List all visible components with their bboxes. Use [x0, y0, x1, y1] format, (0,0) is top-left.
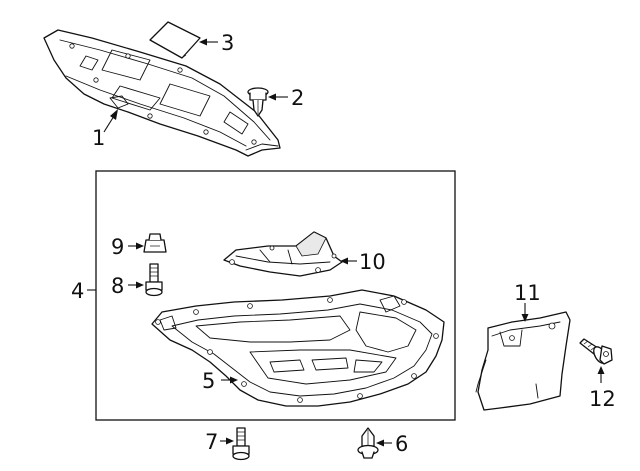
callout-11-label: 11 — [514, 281, 541, 305]
callout-7-label: 7 — [205, 430, 218, 454]
assembly-group-frame — [95, 170, 456, 421]
callout-1: 1 — [92, 109, 118, 150]
cover-plate[interactable] — [149, 21, 201, 59]
clip-6[interactable] — [357, 427, 379, 459]
callout-2-label: 2 — [291, 86, 304, 110]
push-clip[interactable] — [247, 87, 269, 117]
bolt-12[interactable] — [579, 338, 613, 365]
callout-9-label: 9 — [111, 235, 124, 259]
callout-6: 6 — [376, 432, 408, 456]
callout-11: 11 — [514, 281, 541, 322]
callout-12-label: 12 — [589, 387, 616, 411]
callout-2: 2 — [268, 86, 304, 110]
deflector-bracket[interactable] — [223, 231, 343, 277]
callout-10-label: 10 — [359, 250, 386, 274]
callout-4: 4 — [71, 279, 96, 303]
callout-5-label: 5 — [202, 369, 215, 393]
side-shield[interactable] — [475, 311, 571, 411]
callout-8-label: 8 — [111, 274, 124, 298]
callout-1-label: 1 — [92, 126, 105, 150]
engine-under-cover[interactable] — [151, 289, 445, 407]
callout-3: 3 — [199, 31, 234, 55]
bolt-8[interactable] — [145, 263, 163, 297]
callout-5: 5 — [202, 369, 238, 393]
callout-6-label: 6 — [395, 432, 408, 456]
callout-4-label: 4 — [71, 279, 84, 303]
callout-3-label: 3 — [221, 31, 234, 55]
bolt-7[interactable] — [232, 427, 250, 461]
callout-7: 7 — [205, 430, 234, 454]
callout-12: 12 — [589, 366, 616, 411]
retainer-nut[interactable] — [143, 233, 167, 253]
engine-cover-panel[interactable] — [43, 29, 281, 157]
callout-8: 8 — [111, 274, 144, 298]
callout-10: 10 — [340, 250, 386, 274]
callout-9: 9 — [111, 235, 144, 259]
